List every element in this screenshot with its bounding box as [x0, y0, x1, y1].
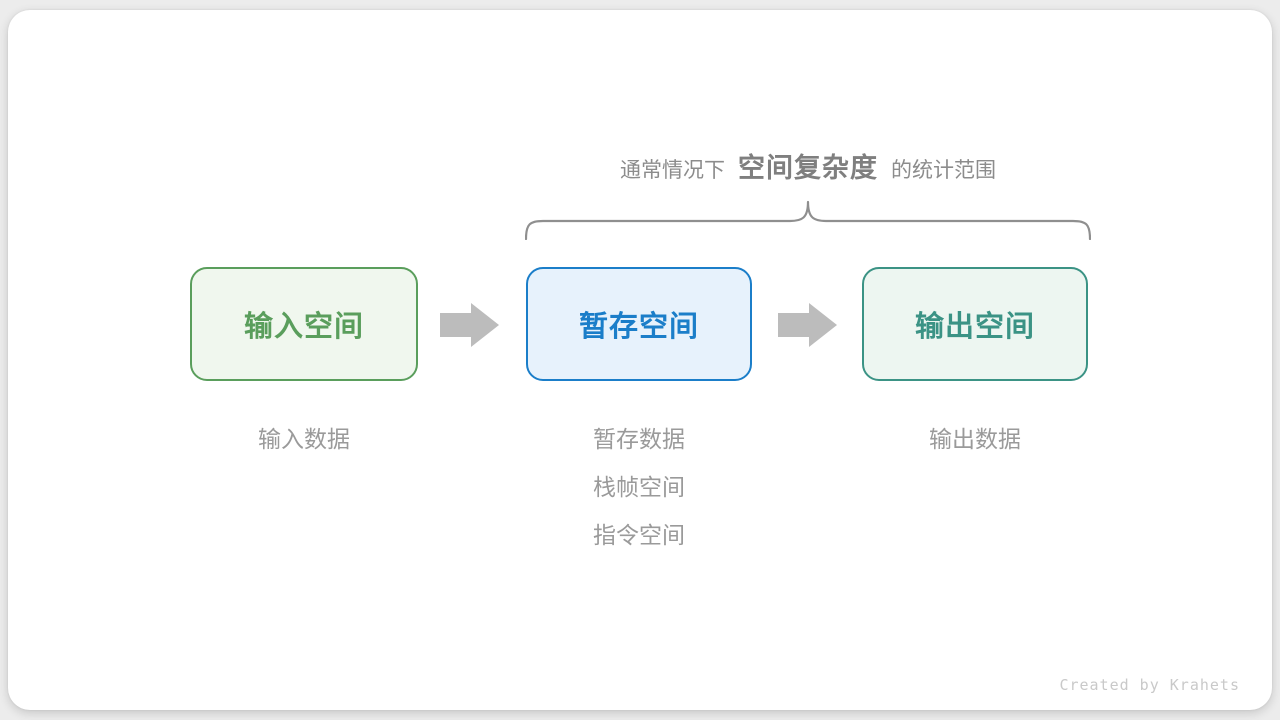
note-line: 栈帧空间 [593, 474, 685, 500]
box-input-space-label: 输入空间 [243, 311, 364, 343]
box-output-space: 输出空间 [862, 267, 1088, 381]
annotation-highlight: 空间复杂度 [738, 153, 878, 183]
credit-text: Created by Krahets [1059, 676, 1240, 694]
curly-brace-path [525, 200, 1091, 240]
right-arrow-shape [440, 303, 499, 347]
right-arrow-shape [778, 303, 837, 347]
annotation-suffix: 的统计范围 [891, 159, 996, 182]
note-line: 输出数据 [929, 426, 1021, 452]
note-line: 输入数据 [258, 426, 350, 452]
box-temporary-space-label: 暂存空间 [578, 311, 699, 343]
box-input-space: 输入空间 [190, 267, 418, 381]
annotation-prefix: 通常情况下 [620, 159, 725, 182]
input-space-notes: 输入数据 [190, 415, 418, 463]
box-temporary-space: 暂存空间 [526, 267, 752, 381]
temporary-space-notes: 暂存数据 栈帧空间 指令空间 [526, 415, 752, 559]
right-arrow-icon [778, 303, 837, 347]
output-space-notes: 输出数据 [862, 415, 1088, 463]
curly-brace-icon [525, 200, 1091, 240]
box-output-space-label: 输出空间 [914, 311, 1035, 343]
note-line: 暂存数据 [593, 426, 685, 452]
right-arrow-icon [440, 303, 499, 347]
scope-annotation: 通常情况下 空间复杂度 的统计范围 [525, 146, 1091, 188]
note-line: 指令空间 [593, 522, 685, 548]
